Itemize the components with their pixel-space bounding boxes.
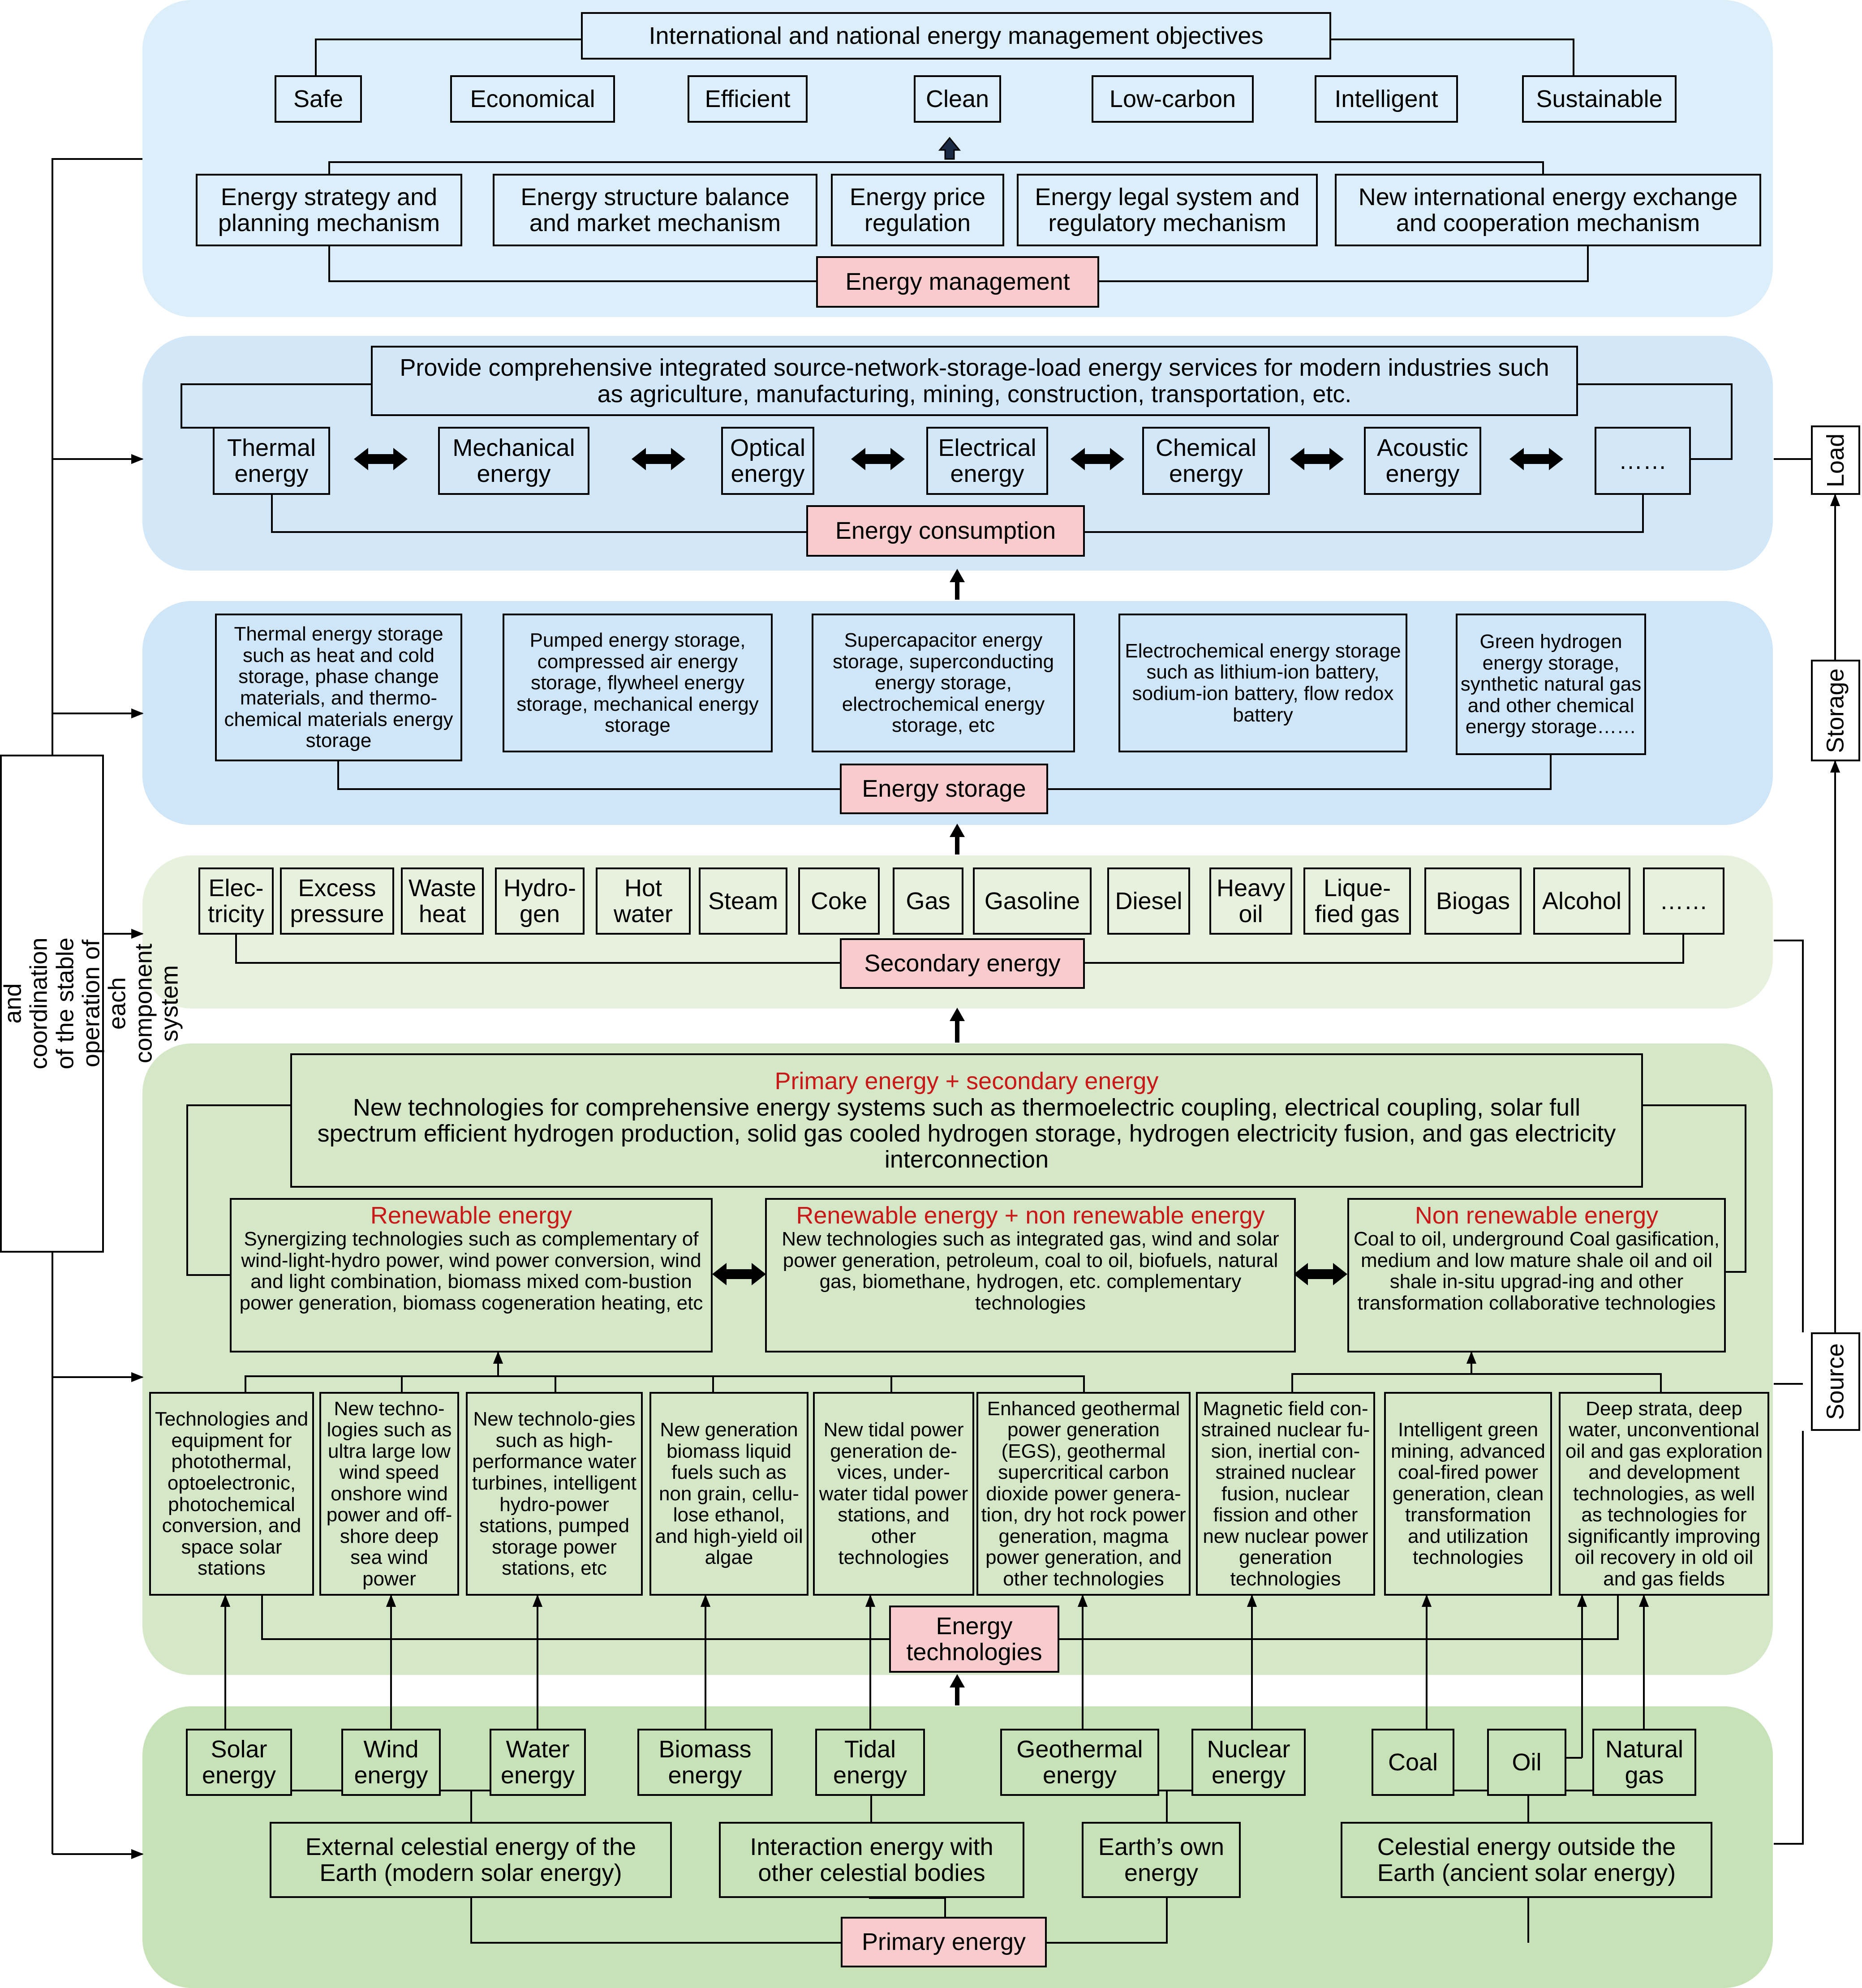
storage-electrochemical: Electrochemical energy storage such as l… (1118, 614, 1407, 752)
category-external-celestial: External celestial energy of the Earth (… (270, 1822, 672, 1898)
form-electrical: Electrical energy (926, 427, 1048, 495)
source-wind: Wind energy (341, 1729, 441, 1796)
secondary-diesel: Diesel (1107, 867, 1190, 935)
objectives-title: International and national energy manage… (581, 12, 1331, 60)
side-storage: Storage (1811, 660, 1860, 761)
nonrenewable-title: Non renewable energy (1415, 1202, 1659, 1229)
storage-thermal: Thermal energy storage such as heat and … (215, 614, 462, 761)
renewable-text: Synergizing technologies such as complem… (239, 1228, 703, 1314)
integrated-title: Primary energy + secondary energy (774, 1068, 1159, 1095)
category-earth-own: Earth’s own energy (1082, 1822, 1241, 1898)
tech-oil-gas: Deep strata, deep water, unconventional … (1559, 1392, 1769, 1596)
mechanism-international: New international energy exchange and co… (1335, 174, 1761, 246)
tech-tidal: New tidal power generation de-vices, und… (813, 1392, 974, 1596)
source-geothermal: Geothermal energy (1000, 1729, 1159, 1796)
category-interaction: Interaction energy with other celestial … (719, 1822, 1024, 1898)
tech-solar: Technologies and equipment for photother… (149, 1392, 314, 1596)
secondary-electricity: Elec-tricity (198, 867, 274, 935)
secondary-more: …… (1643, 867, 1724, 935)
energy-technologies-label: Energy technologies (889, 1606, 1059, 1673)
source-nuclear: Nuclear energy (1191, 1729, 1306, 1796)
form-mechanical: Mechanical energy (438, 427, 589, 495)
tech-geothermal: Enhanced geothermal power generation (EG… (976, 1392, 1191, 1596)
form-optical: Optical energy (721, 427, 814, 495)
mechanism-price: Energy price regulation (831, 174, 1004, 246)
tech-coal: Intelligent green mining, advanced coal-… (1384, 1392, 1552, 1596)
secondary-gas: Gas (893, 867, 963, 935)
left-management-note: Intelligent management, guarantee, and c… (0, 755, 183, 1253)
side-load: Load (1811, 425, 1860, 495)
form-acoustic: Acoustic energy (1364, 427, 1481, 495)
nonrenewable-text: Coal to oil, underground Coal gasificati… (1354, 1228, 1720, 1314)
side-source-text: Source (1822, 1343, 1849, 1420)
source-natural-gas: Natural gas (1592, 1729, 1696, 1796)
integrated-technologies: Primary energy + secondary energy New te… (290, 1053, 1643, 1188)
source-water: Water energy (490, 1729, 586, 1796)
nonrenewable-technologies: Non renewable energy Coal to oil, underg… (1347, 1198, 1726, 1353)
source-coal: Coal (1372, 1729, 1454, 1796)
renewable-technologies: Renewable energy Synergizing technologie… (230, 1198, 713, 1353)
objective-economical: Economical (450, 75, 615, 123)
renewable-title: Renewable energy (370, 1202, 572, 1229)
form-thermal: Thermal energy (213, 427, 330, 495)
form-more: …… (1595, 427, 1691, 495)
source-biomass: Biomass energy (637, 1729, 773, 1796)
storage-hydrogen: Green hydrogen energy storage, synthetic… (1456, 614, 1646, 755)
secondary-hydrogen: Hydro-gen (495, 867, 585, 935)
tech-wind: New techno-logies such as ultra large lo… (319, 1392, 459, 1596)
category-ancient-solar: Celestial energy outside the Earth (anci… (1341, 1822, 1712, 1898)
secondary-steam: Steam (699, 867, 787, 935)
mixed-technologies: Renewable energy + non renewable energy … (765, 1198, 1296, 1353)
energy-management-label: Energy management (816, 256, 1099, 308)
mixed-title: Renewable energy + non renewable energy (796, 1202, 1265, 1229)
left-management-text: Intelligent management, guarantee, and c… (0, 937, 183, 1070)
secondary-heavy-oil: Heavy oil (1209, 867, 1292, 935)
objective-intelligent: Intelligent (1315, 75, 1458, 123)
objective-clean: Clean (914, 75, 1001, 123)
integrated-text: New technologies for comprehensive energ… (317, 1094, 1616, 1173)
energy-storage-label: Energy storage (840, 764, 1048, 814)
secondary-coke: Coke (798, 867, 880, 935)
side-load-text: Load (1822, 433, 1849, 487)
secondary-waste-heat: Waste heat (401, 867, 484, 935)
source-oil: Oil (1487, 1729, 1566, 1796)
secondary-gasoline: Gasoline (973, 867, 1092, 935)
primary-energy-label: Primary energy (841, 1917, 1047, 1967)
tech-biomass: New generation biomass liquid fuels such… (649, 1392, 808, 1596)
storage-supercapacitor: Supercapacitor energy storage, supercond… (812, 614, 1075, 752)
objective-low-carbon: Low-carbon (1092, 75, 1254, 123)
energy-consumption-label: Energy consumption (806, 505, 1085, 557)
objective-safe: Safe (275, 75, 362, 123)
secondary-energy-label: Secondary energy (840, 938, 1085, 989)
source-tidal: Tidal energy (815, 1729, 925, 1796)
tech-nuclear: Magnetic field con-strained nuclear fu-s… (1196, 1392, 1375, 1596)
consumption-services: Provide comprehensive integrated source-… (371, 346, 1578, 416)
secondary-alcohol: Alcohol (1533, 867, 1630, 935)
mechanism-strategy: Energy strategy and planning mechanism (196, 174, 462, 246)
mixed-text: New technologies such as integrated gas,… (782, 1228, 1279, 1314)
source-solar: Solar energy (186, 1729, 292, 1796)
objective-sustainable: Sustainable (1522, 75, 1677, 123)
mechanism-legal: Energy legal system and regulatory mecha… (1017, 174, 1318, 246)
side-source: Source (1811, 1332, 1860, 1431)
secondary-liquefied-gas: Lique-fied gas (1303, 867, 1411, 935)
tech-water: New technolo-gies such as high-performan… (466, 1392, 643, 1596)
secondary-hot-water: Hot water (596, 867, 691, 935)
storage-mechanical: Pumped energy storage, compressed air en… (503, 614, 773, 752)
secondary-biogas: Biogas (1424, 867, 1522, 935)
form-chemical: Chemical energy (1142, 427, 1270, 495)
side-storage-text: Storage (1822, 668, 1849, 753)
mechanism-structure-market: Energy structure balance and market mech… (493, 174, 817, 246)
objective-efficient: Efficient (688, 75, 808, 123)
secondary-excess-pressure: Excess pressure (280, 867, 394, 935)
